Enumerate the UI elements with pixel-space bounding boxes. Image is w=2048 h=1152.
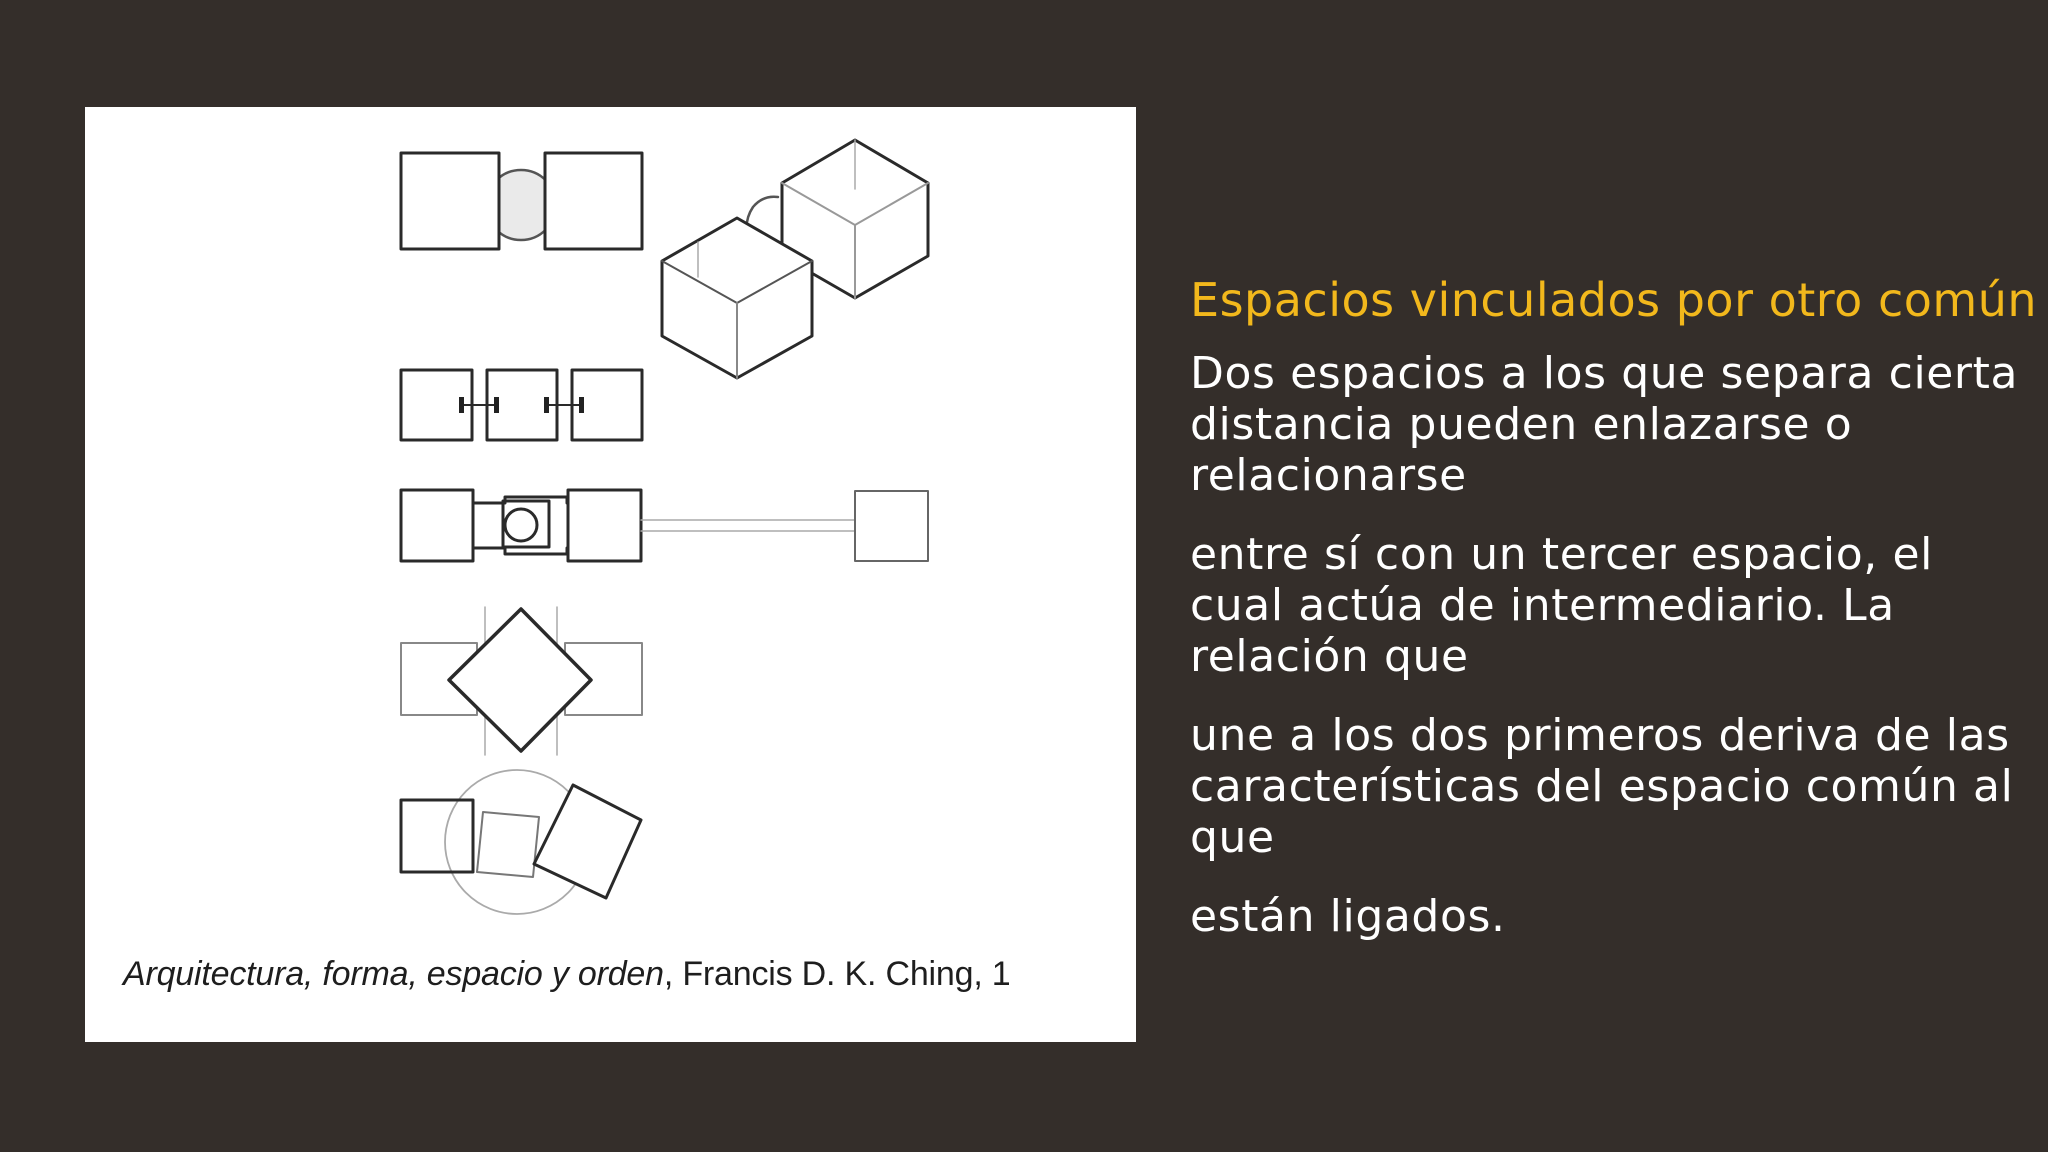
paragraph-1: Dos espacios a los que separa cierta dis…	[1190, 348, 2019, 501]
diagram-isometric-boxes	[660, 138, 930, 380]
diagram-row-three-squares	[399, 368, 644, 442]
diagram-row-circle-link	[399, 151, 644, 251]
diagram-row-large-circle	[399, 769, 643, 915]
diagram-row-corridor	[399, 488, 929, 563]
diagram-row-diamond	[400, 606, 643, 756]
text-panel: Espacios vinculados por otro común Dos e…	[1190, 270, 2037, 970]
spatial-relationships-diagram	[399, 138, 930, 915]
figure-caption: Arquitectura, forma, espacio y orden, Fr…	[123, 955, 1011, 994]
caption-book-title: Arquitectura, forma, espacio y orden	[123, 955, 664, 993]
paragraph-3: une a los dos primeros deriva de las car…	[1190, 710, 2014, 863]
paragraph-2: entre sí con un tercer espacio, el cual …	[1190, 529, 1933, 682]
paragraph-4: están ligados.	[1190, 891, 1506, 942]
slide-heading: Espacios vinculados por otro común	[1190, 273, 2037, 327]
caption-author: , Francis D. K. Ching, 1	[663, 955, 1011, 993]
diagram-figure: Arquitectura, forma, espacio y orden, Fr…	[85, 107, 1136, 1042]
